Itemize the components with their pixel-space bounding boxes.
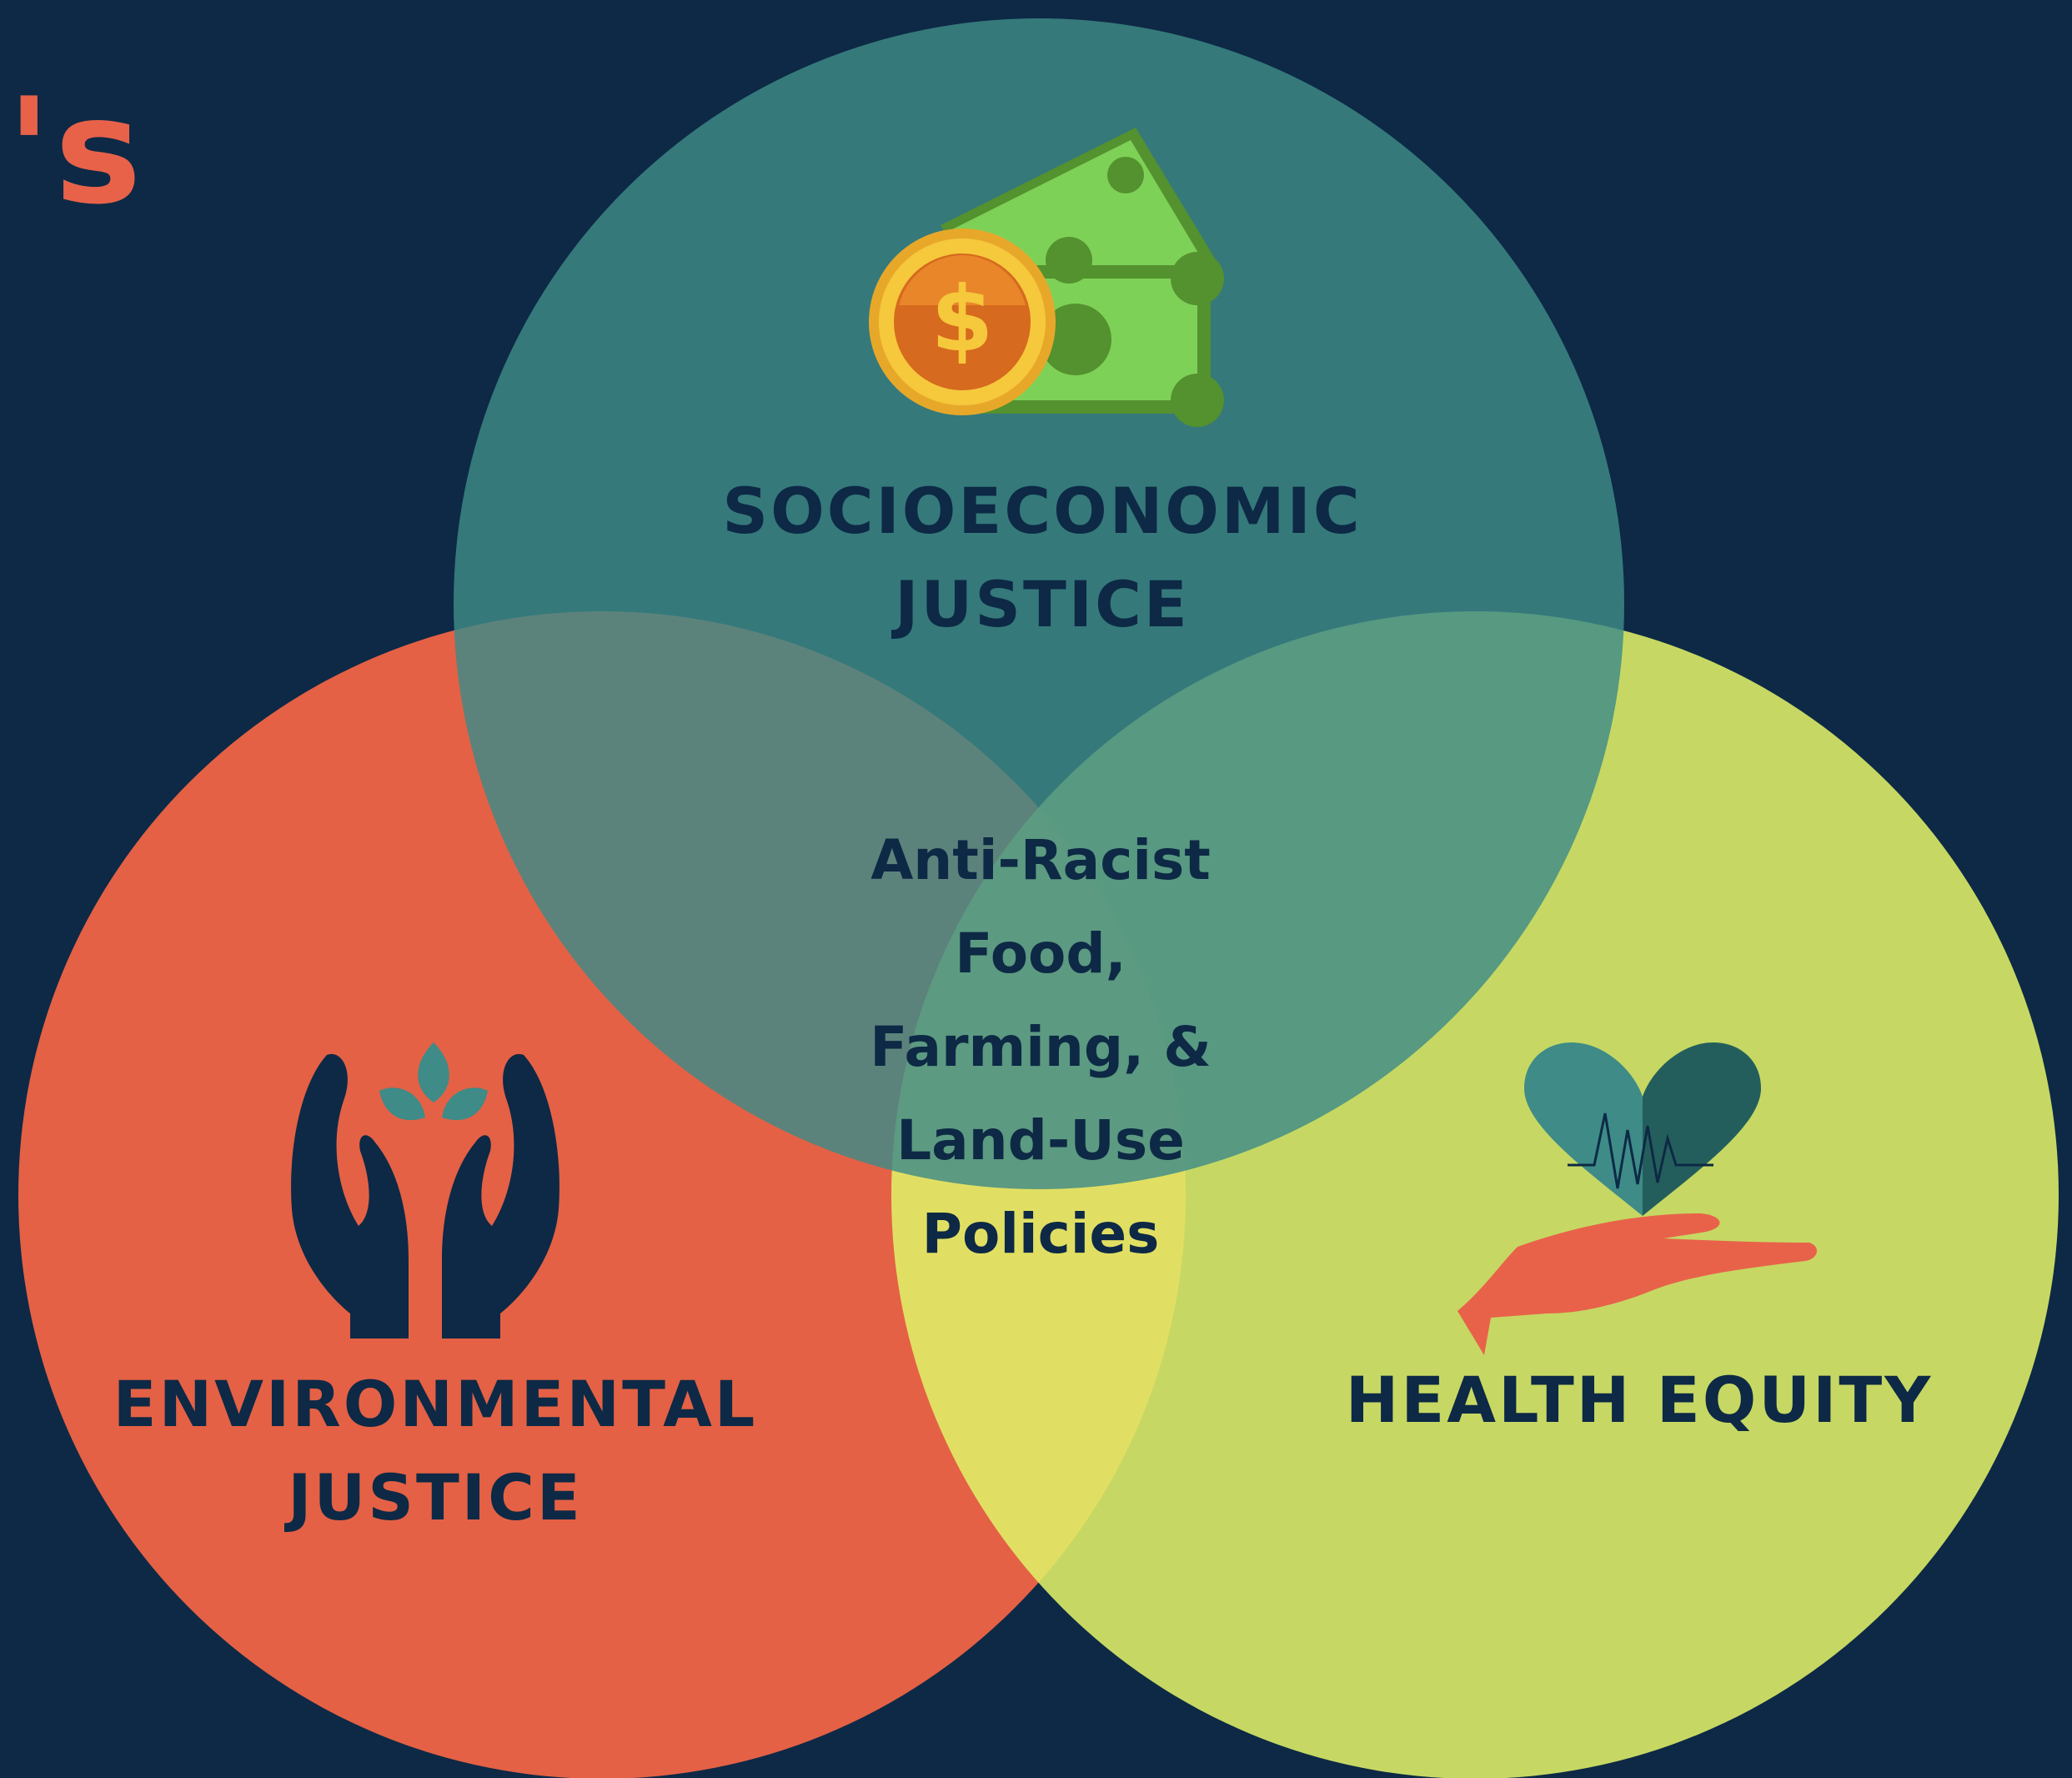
socioeconomic-line2: JUSTICE	[895, 567, 1190, 641]
svg-text:$: $	[931, 268, 993, 372]
center-line: Farming, &	[870, 1015, 1212, 1079]
environmental-line2: JUSTICE	[288, 1460, 583, 1534]
environmental-label: ENVIRONMENTAL JUSTICE	[113, 1358, 758, 1544]
hands-holding-plant-icon	[291, 1042, 559, 1339]
socioeconomic-justice-circle	[454, 18, 1624, 1189]
center-intersection-label: Anti-Racist Food, Farming, & Land-Use Po…	[870, 814, 1212, 1281]
heart-in-hand-icon	[1457, 1042, 1818, 1355]
health-line1: HEALTH EQUITY	[1345, 1363, 1934, 1437]
center-line: Food,	[955, 922, 1126, 986]
socioeconomic-line1: SOCIOECONOMIC	[722, 474, 1362, 548]
center-line: Policies	[921, 1202, 1160, 1266]
environmental-line1: ENVIRONMENTAL	[113, 1367, 758, 1441]
money-bill-coin-icon: $	[869, 128, 1224, 427]
health-equity-label: HEALTH EQUITY	[1346, 1354, 1933, 1447]
center-line: Anti-Racist	[870, 828, 1211, 892]
center-line: Land-Use	[896, 1108, 1185, 1173]
title-fragment: 's	[7, 68, 145, 237]
